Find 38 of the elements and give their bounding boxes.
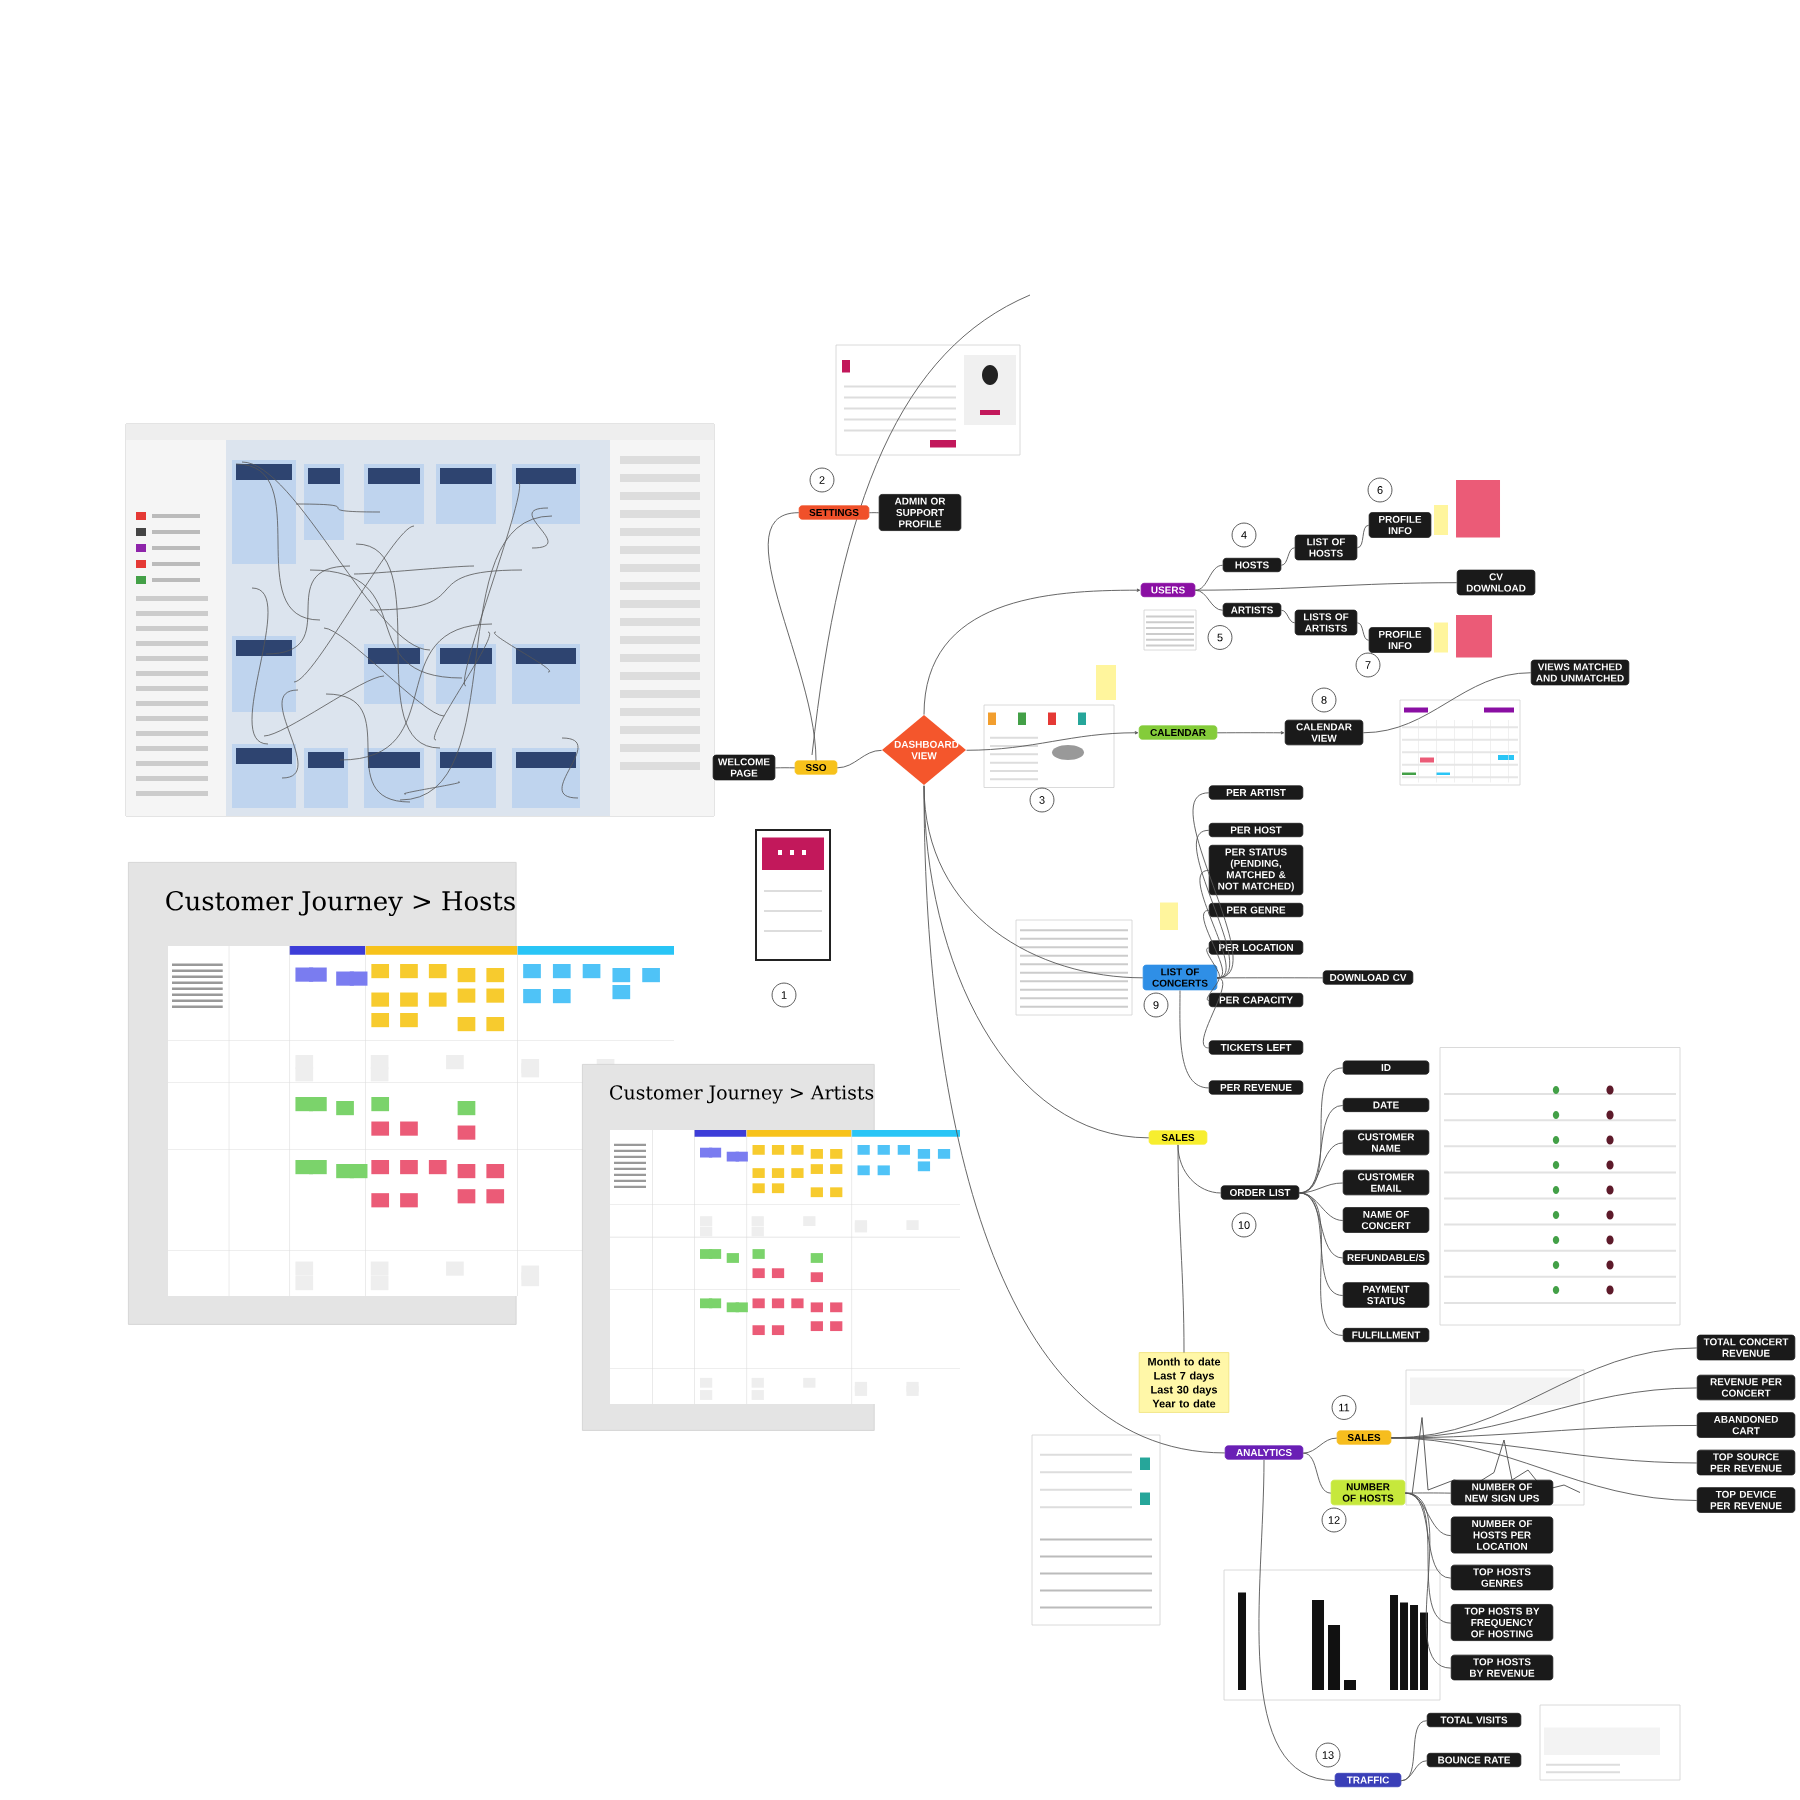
connector [1192,792,1234,979]
connector [1216,977,1324,979]
connector [1177,1144,1185,1353]
connector [1203,909,1224,979]
connector [1390,1437,1698,1501]
connector [1179,990,1210,1089]
connector [1196,829,1230,979]
connector [774,767,796,769]
connector [1199,869,1227,979]
connector [1356,622,1370,641]
connector [1356,524,1370,549]
connector [923,785,1226,1454]
connector [868,512,880,514]
connector [1298,1192,1344,1336]
connector [1206,947,1220,979]
connector [966,731,1139,751]
connector [1280,547,1296,566]
connector [1400,1760,1428,1782]
connector [1194,564,1224,591]
connector [1302,1452,1332,1494]
connector [1298,1192,1344,1259]
connector [1302,1437,1338,1454]
connector [1298,1182,1344,1194]
connector [1194,589,1224,611]
connector [1202,977,1224,1049]
connector [1206,977,1220,1001]
connector [1280,609,1296,624]
connector [1194,582,1458,591]
connector [1216,731,1285,735]
connector [768,512,817,762]
connector [1298,1142,1344,1194]
connector [1404,1492,1452,1494]
connector [1404,1492,1452,1624]
connector [923,588,1141,716]
connector [836,749,883,769]
connector [1258,1459,1336,1781]
connector [1404,1492,1452,1669]
connector [1362,672,1532,734]
